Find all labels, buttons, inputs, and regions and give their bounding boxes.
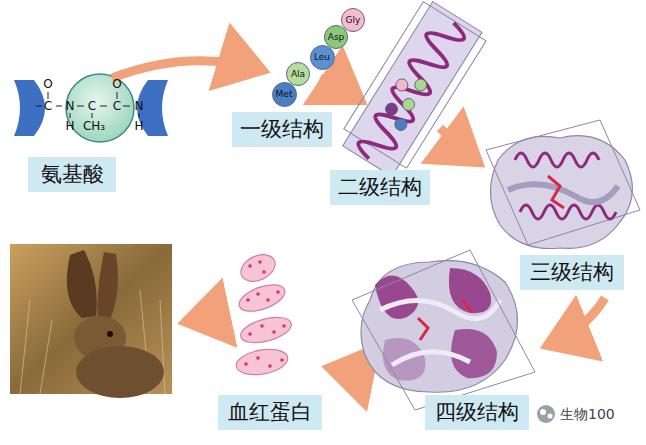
atom-label: O	[112, 78, 121, 90]
atom-label: CH₃	[83, 120, 105, 132]
atom-label: C	[44, 100, 52, 112]
label-box: 血红蛋白	[218, 395, 322, 430]
residue-shape	[14, 80, 45, 136]
amino-acid-bead: Leu	[310, 45, 335, 70]
atom-label: N	[135, 100, 144, 112]
amino-acid-bead: Met	[272, 82, 297, 107]
atom-label: C	[113, 100, 121, 112]
stage-label: 血红蛋白	[228, 400, 312, 425]
residue-name: Leu	[314, 52, 330, 62]
atom-label: H	[65, 120, 74, 132]
label-box: 氨基酸	[28, 157, 116, 192]
label-box: 三级结构	[520, 255, 624, 290]
residue-name: Gly	[346, 15, 361, 25]
stage-label: 二级结构	[338, 175, 422, 200]
atom-label: O	[43, 78, 52, 90]
residue-name: Met	[276, 89, 293, 99]
atom-label: C	[88, 100, 96, 112]
label-box: 二级结构	[330, 170, 430, 205]
stage-label: 四级结构	[435, 400, 519, 425]
stage-label: 三级结构	[530, 260, 614, 285]
amino-acid-bead: Gly	[341, 8, 365, 32]
stage-label: 一级结构	[240, 117, 324, 142]
residue-name: Asp	[328, 32, 345, 42]
watermark: 生物100	[560, 407, 615, 421]
residue-ball	[66, 74, 134, 142]
label-box: 四级结构	[425, 395, 529, 430]
label-box: 一级结构	[232, 112, 332, 147]
atom-label: H	[134, 120, 143, 132]
residue-name: Ala	[291, 69, 305, 79]
stage-label: 氨基酸	[41, 162, 104, 187]
amino-acid-bead: Ala	[286, 62, 310, 86]
atom-label: N	[66, 100, 75, 112]
